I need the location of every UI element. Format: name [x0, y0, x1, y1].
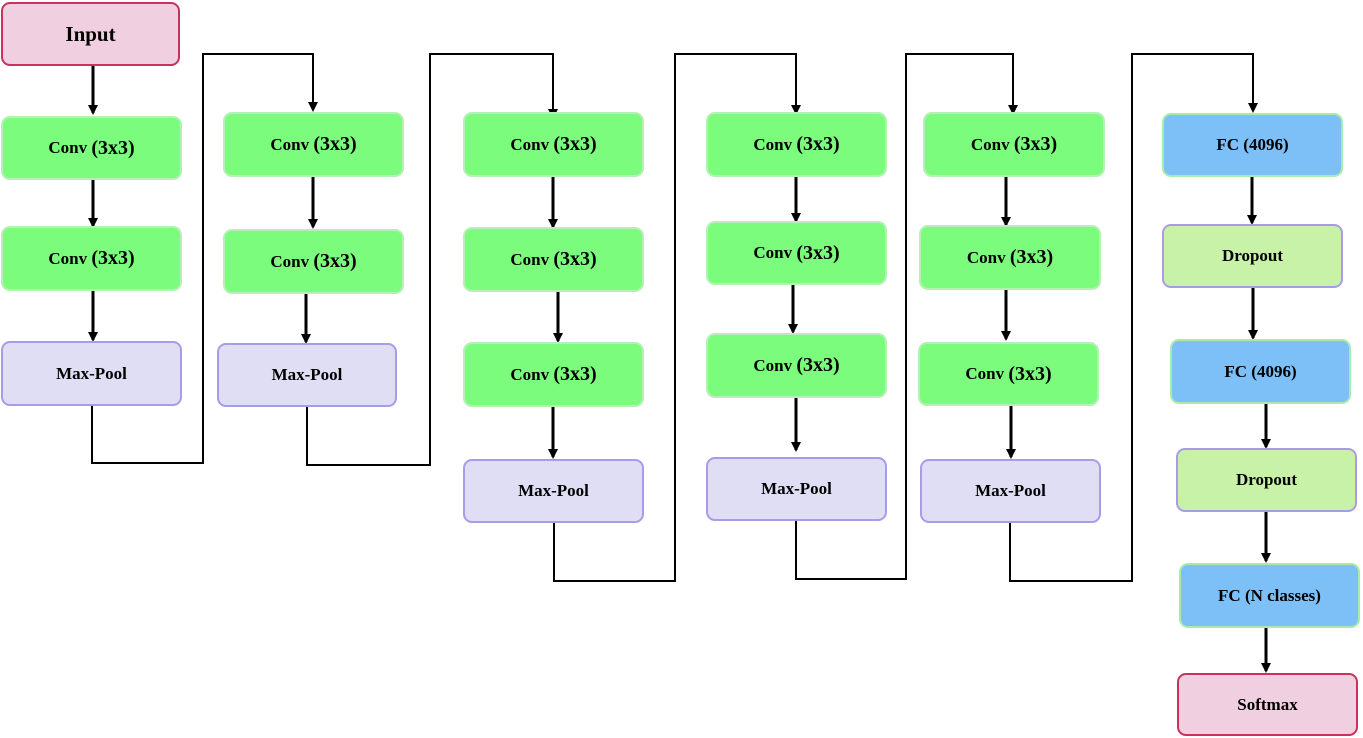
dropout-node: Dropout: [1176, 448, 1357, 512]
max-pool-label: Max-Pool: [518, 481, 589, 500]
conv-kernel-label: (3x3): [553, 248, 597, 270]
conv-label: Conv: [965, 364, 1005, 383]
max-pool-node: Max-Pool: [1, 341, 182, 406]
conv-kernel-label: (3x3): [796, 133, 840, 155]
connector-block1-to-block2: [91, 53, 318, 464]
conv-kernel-label: (3x3): [91, 136, 135, 159]
conv-label: Conv: [48, 138, 88, 157]
connectors: [88, 53, 1271, 673]
connector-block4-to-block5: [795, 53, 1018, 580]
fc-label: FC (N classes): [1218, 585, 1321, 605]
conv-kernel-label: (3x3): [91, 247, 135, 269]
conv-node: Conv (3x3): [1, 116, 182, 180]
dropout-label: Dropout: [1235, 470, 1298, 489]
conv-kernel-label: (3x3): [553, 363, 597, 385]
fc-label: FC (4096): [1216, 135, 1289, 154]
conv-node: Conv (3x3): [223, 112, 404, 177]
max-pool-label: Max-Pool: [761, 479, 832, 498]
max-pool-label: Max-Pool: [975, 481, 1046, 500]
conv-label: Conv: [966, 247, 1006, 267]
conv-label: Conv: [270, 134, 310, 154]
conv-label: Conv: [270, 251, 310, 271]
fc-label: FC (4096): [1224, 361, 1297, 381]
conv-kernel-label: (3x3): [553, 133, 597, 155]
input-label: Input: [65, 21, 116, 46]
max-pool-label: Max-Pool: [56, 363, 127, 383]
input-node: Input: [1, 2, 180, 66]
max-pool-label: Max-Pool: [271, 365, 343, 384]
conv-label: Conv: [510, 134, 550, 154]
connector-block2-to-block3: [306, 53, 558, 466]
conv-label: Conv: [970, 134, 1010, 154]
conv-kernel-label: (3x3): [1008, 362, 1052, 385]
conv-label: Conv: [753, 134, 793, 154]
conv-kernel-label: (3x3): [796, 241, 840, 264]
connector-block3-to-block4: [553, 53, 801, 582]
conv-node: Conv (3x3): [918, 342, 1099, 406]
conv-kernel-label: (3x3): [313, 250, 357, 272]
conv-label: Conv: [48, 248, 88, 268]
conv-node: Conv (3x3): [1, 226, 182, 291]
dropout-node: Dropout: [1162, 224, 1343, 288]
conv-label: Conv: [510, 364, 550, 384]
fc-node: FC (4096): [1170, 339, 1351, 404]
dropout-label: Dropout: [1221, 246, 1284, 265]
conv-node: Conv (3x3): [223, 229, 404, 294]
conv-label: Conv: [753, 355, 793, 375]
connector-block5-to-classifier: [1009, 53, 1258, 582]
conv-kernel-label: (3x3): [796, 354, 840, 376]
conv-kernel-label: (3x3): [1009, 246, 1054, 268]
conv-node: Conv (3x3): [706, 112, 887, 177]
conv-kernel-label: (3x3): [1013, 133, 1058, 155]
fc-node: FC (4096): [1162, 113, 1343, 177]
softmax-node: Softmax: [1177, 673, 1358, 736]
conv-label: Conv: [753, 243, 793, 262]
fc-node: FC (N classes): [1179, 563, 1360, 628]
max-pool-node: Max-Pool: [920, 459, 1101, 523]
conv-node: Conv (3x3): [923, 112, 1105, 177]
conv-node: Conv (3x3): [463, 112, 644, 177]
conv-node: Conv (3x3): [463, 227, 644, 292]
conv-node: Conv (3x3): [706, 221, 887, 285]
conv-label: Conv: [510, 249, 550, 269]
conv-kernel-label: (3x3): [313, 133, 357, 155]
max-pool-node: Max-Pool: [217, 343, 397, 407]
conv-node: Conv (3x3): [463, 342, 644, 407]
max-pool-node: Max-Pool: [463, 459, 644, 523]
conv-node: Conv (3x3): [919, 225, 1101, 290]
conv-node: Conv (3x3): [706, 333, 887, 398]
max-pool-node: Max-Pool: [706, 457, 887, 521]
softmax-label: Softmax: [1237, 694, 1298, 714]
